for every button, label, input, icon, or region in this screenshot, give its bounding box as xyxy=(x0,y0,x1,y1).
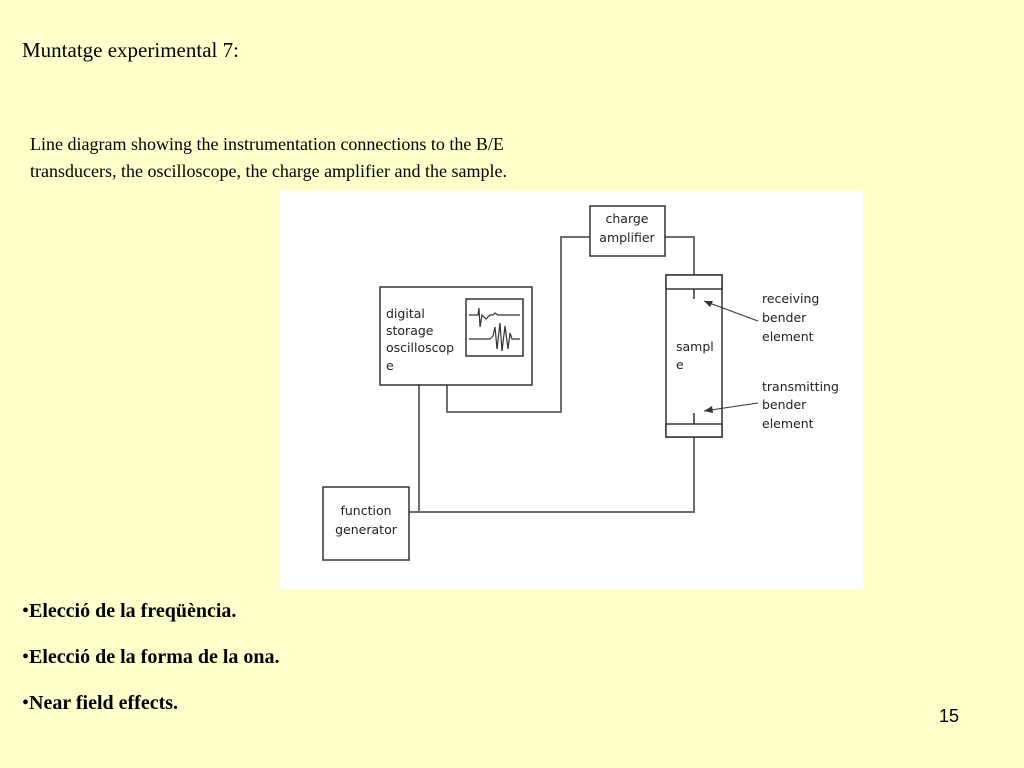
bullet-text: Near field effects. xyxy=(29,692,179,714)
caption-line-1: Line diagram showing the instrumentation… xyxy=(30,134,504,154)
wire-osc-to-amplifier xyxy=(446,236,590,413)
caption-line-2: transducers, the oscilloscope, the charg… xyxy=(30,161,507,181)
transmitting-label-2: bender xyxy=(762,397,807,412)
wire-sample-to-generator xyxy=(409,437,695,513)
bullet-marker: • xyxy=(22,692,30,714)
instrumentation-diagram: digital storage oscilloscop e charge amp… xyxy=(280,191,863,589)
charge-amplifier-box xyxy=(589,205,666,257)
transmitting-arrowhead xyxy=(704,406,713,413)
transmitting-label-3: element xyxy=(762,416,814,431)
bullet-marker: • xyxy=(22,600,30,622)
charge-amplifier-label-1: charge xyxy=(606,211,649,226)
top-cap xyxy=(665,274,723,290)
bullet-item: •Elecció de la freqüència. xyxy=(22,598,280,644)
bullet-text: Elecció de la forma de la ona. xyxy=(29,646,280,668)
bullet-list: •Elecció de la freqüència. •Elecció de l… xyxy=(22,598,280,736)
oscilloscope-label-3: oscilloscop xyxy=(386,340,454,355)
wire-amplifier-to-sample xyxy=(665,236,695,275)
transmitting-arrow xyxy=(703,402,759,412)
charge-amplifier-label-2: amplifier xyxy=(599,230,655,245)
oscilloscope-label-2: storage xyxy=(386,323,434,338)
figure-caption: Line diagram showing the instrumentation… xyxy=(30,131,670,185)
transmitting-label-1: transmitting xyxy=(762,379,839,394)
oscilloscope-trace-bottom xyxy=(469,322,520,352)
receiving-label-2: bender xyxy=(762,310,807,325)
oscilloscope-trace-top xyxy=(469,307,520,328)
sample-label-2: e xyxy=(676,357,684,372)
slide-title: Muntatge experimental 7: xyxy=(22,38,239,62)
page-number: 15 xyxy=(939,706,960,726)
function-generator-label-2: generator xyxy=(335,522,398,537)
bullet-text: Elecció de la freqüència. xyxy=(29,600,237,622)
sample-column xyxy=(665,274,723,438)
bullet-marker: • xyxy=(22,646,30,668)
bullet-item: •Elecció de la forma de la ona. xyxy=(22,644,280,690)
receiving-label-1: receiving xyxy=(762,291,819,306)
oscilloscope-label-4: e xyxy=(386,358,394,373)
receiving-arrowhead xyxy=(704,301,713,307)
bottom-cap xyxy=(665,423,723,438)
sample-label-1: sampl xyxy=(676,339,714,354)
receiving-arrow xyxy=(703,300,759,322)
oscilloscope-label-1: digital xyxy=(386,306,425,321)
function-generator-label-1: function xyxy=(340,503,391,518)
receiving-label-3: element xyxy=(762,329,814,344)
function-generator-box xyxy=(322,486,410,561)
bullet-item: •Near field effects. xyxy=(22,690,280,736)
